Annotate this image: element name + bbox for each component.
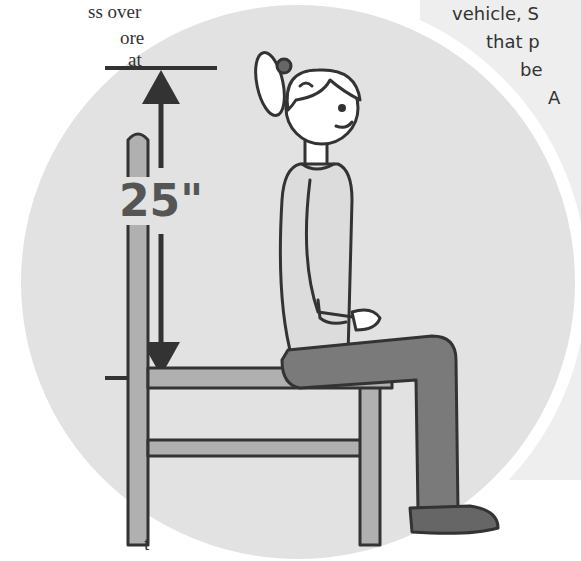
background-circle: [15, 0, 581, 561]
text-fragment: that p: [486, 32, 540, 52]
dimension-label: 25": [117, 177, 205, 225]
text-fragment: t: [144, 534, 149, 555]
dimension-marker: [105, 68, 217, 378]
text-fragment: ss over: [88, 2, 141, 23]
text-fragment: ore: [120, 28, 144, 49]
girl: [251, 50, 498, 533]
text-fragment: at: [128, 50, 142, 71]
text-fragment: vehicle, S: [452, 4, 539, 24]
text-fragment: A: [548, 88, 560, 108]
text-fragment: be: [520, 60, 543, 80]
